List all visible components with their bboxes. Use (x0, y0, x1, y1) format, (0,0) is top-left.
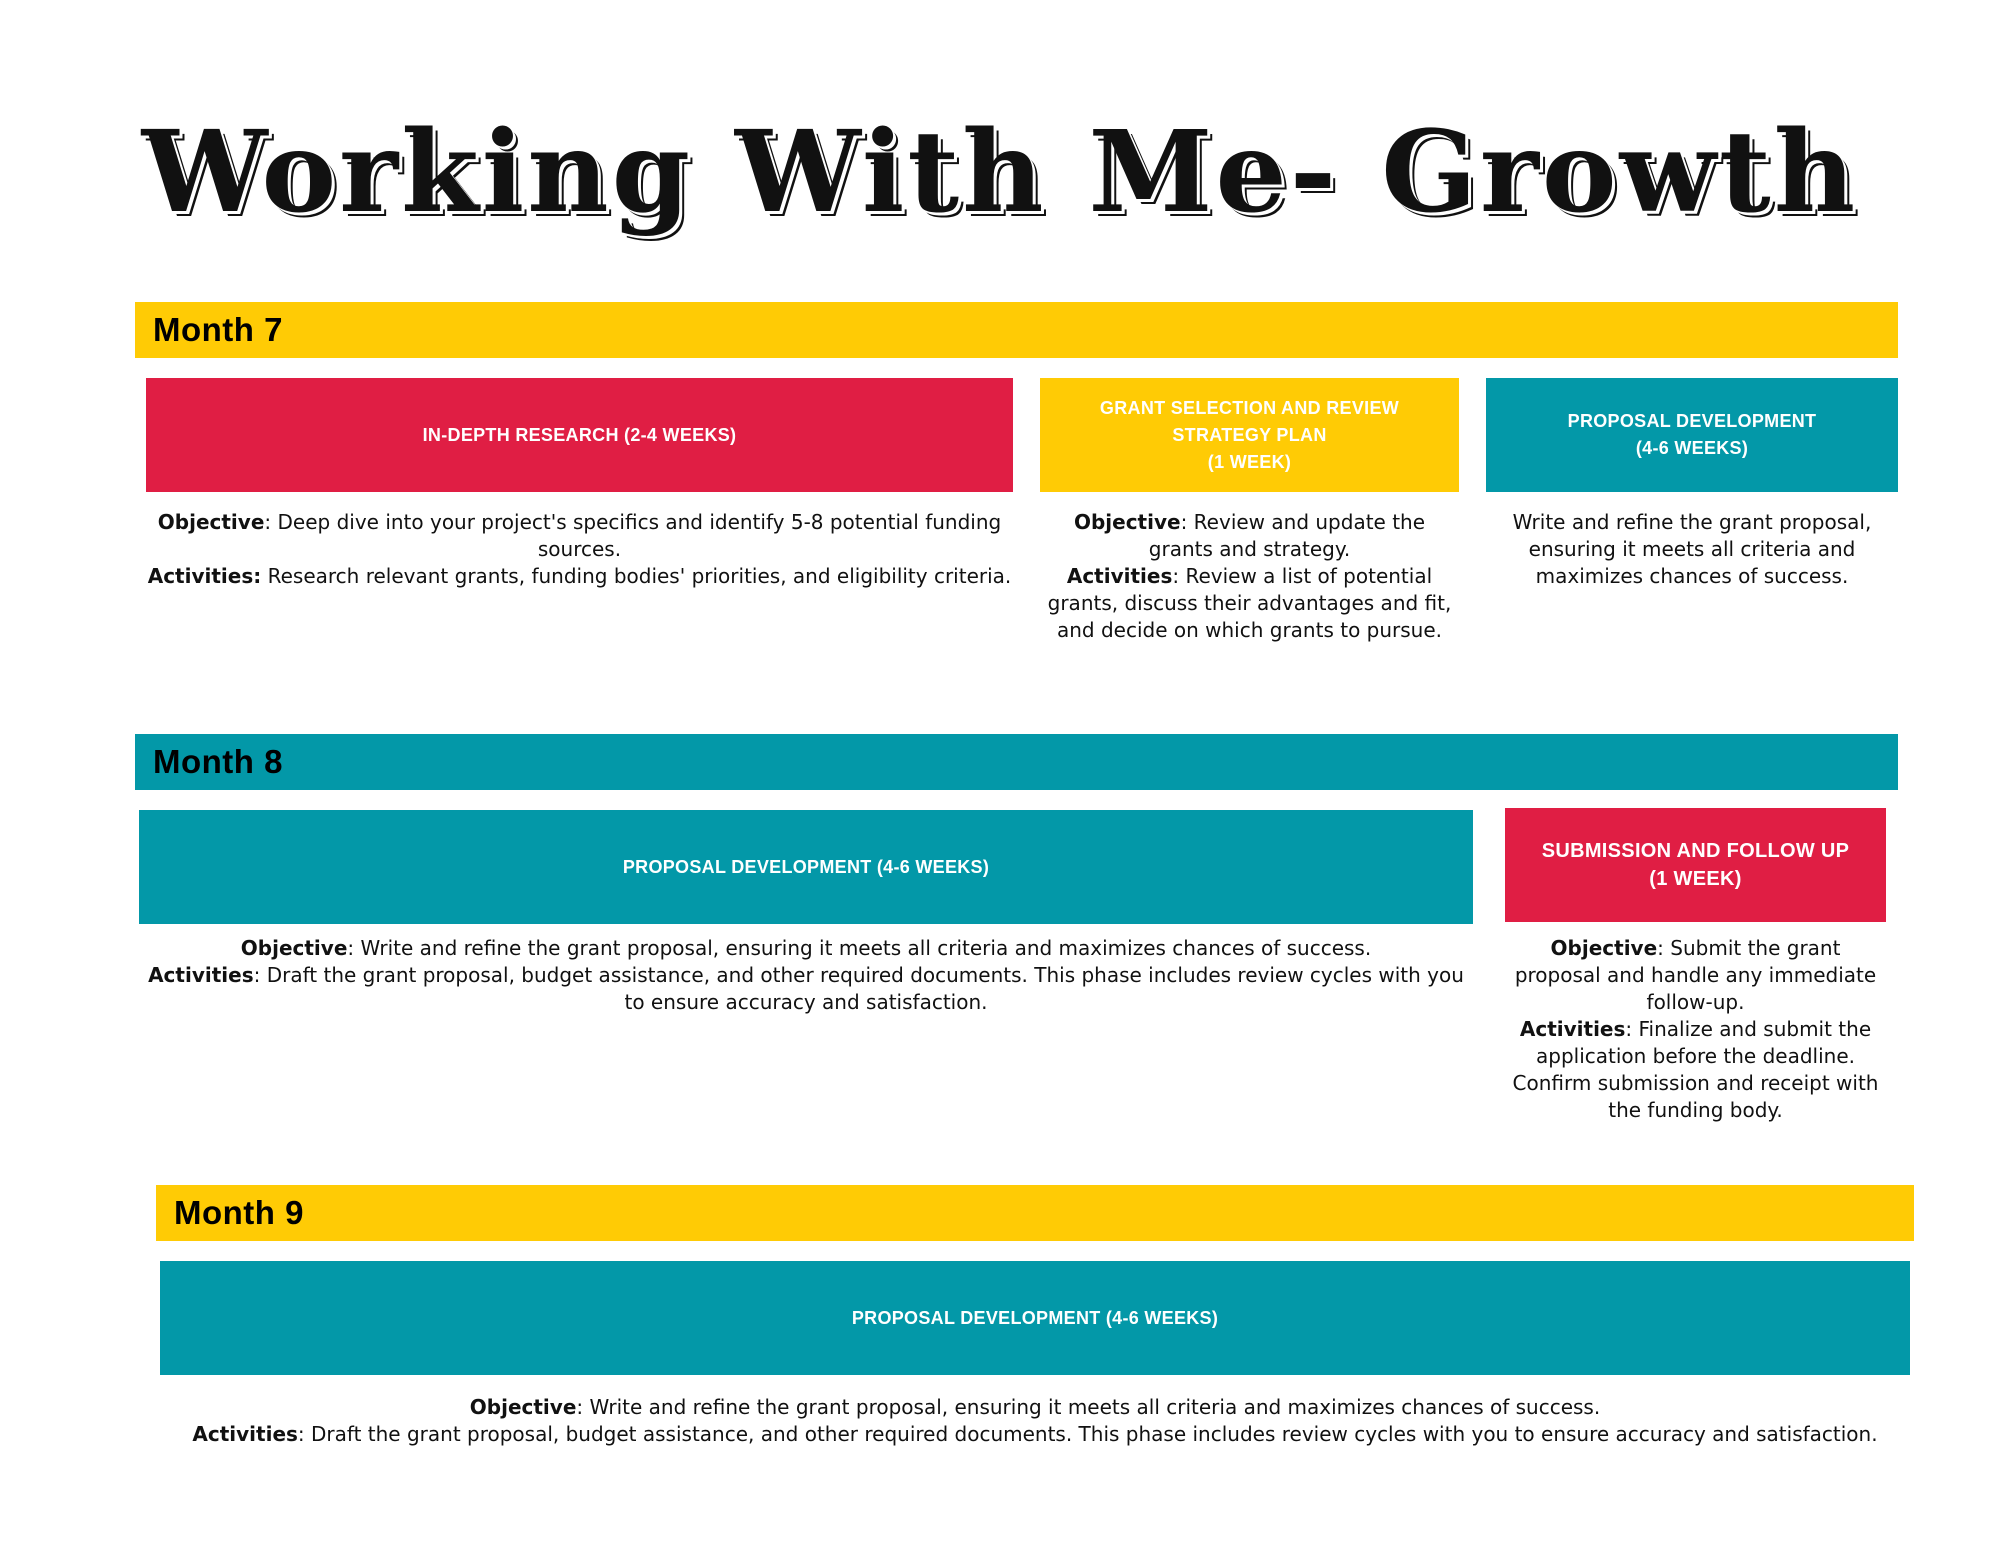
phase-title: GRANT SELECTION AND REVIEW STRATEGY PLAN (1099, 397, 1400, 445)
activities-text: : Draft the grant proposal, budget assis… (253, 963, 1464, 1014)
phase-proposal-development: PROPOSAL DEVELOPMENT (4-6 WEEKS) (1486, 378, 1898, 492)
activities-label: Activities (1066, 564, 1173, 588)
month-label: Month 8 (153, 743, 283, 780)
phase-duration: (1 WEEK) (1649, 868, 1742, 890)
phase-title: SUBMISSION AND FOLLOW UP (1541, 840, 1850, 862)
phase-duration: (1 WEEK) (1207, 451, 1292, 472)
phase-title: PROPOSAL DEVELOPMENT (4-6 WEEKS) (622, 856, 990, 877)
month-label: Month 9 (174, 1194, 304, 1231)
phase-in-depth-research: IN-DEPTH RESEARCH (2-4 WEEKS) (146, 378, 1013, 492)
activities-text: : Review a list of potential grants, dis… (1047, 564, 1452, 642)
activities-text: Research relevant grants, funding bodies… (261, 564, 1012, 588)
objective-label: Objective (157, 510, 265, 534)
phase-submission-follow-up: SUBMISSION AND FOLLOW UP (1 WEEK) (1505, 808, 1886, 922)
month-9-bar: Month 9 (156, 1185, 1914, 1241)
phase-description: Write and refine the grant proposal, ens… (1500, 509, 1884, 590)
phase-proposal-development: PROPOSAL DEVELOPMENT (4-6 WEEKS) (160, 1261, 1910, 1375)
description-text: Write and refine the grant proposal, ens… (1512, 510, 1872, 588)
month-label: Month 7 (153, 311, 283, 348)
month-8-bar: Month 8 (135, 734, 1898, 790)
objective-label: Objective (469, 1395, 577, 1419)
phase-description: Objective: Write and refine the grant pr… (160, 1394, 1910, 1448)
phase-description: Objective: Submit the grant proposal and… (1505, 935, 1886, 1124)
phase-description: Objective: Deep dive into your project's… (146, 509, 1013, 590)
phase-description: Objective: Write and refine the grant pr… (139, 935, 1473, 1016)
objective-text: : Review and update the grants and strat… (1148, 510, 1426, 561)
activities-text: : Draft the grant proposal, budget assis… (297, 1422, 1878, 1446)
phase-grant-selection: GRANT SELECTION AND REVIEW STRATEGY PLAN… (1040, 378, 1459, 492)
objective-text: : Write and refine the grant proposal, e… (347, 936, 1372, 960)
objective-text: : Deep dive into your project's specific… (264, 510, 1002, 561)
objective-text: : Submit the grant proposal and handle a… (1514, 936, 1877, 1014)
activities-text: : Finalize and submit the application be… (1512, 1017, 1879, 1122)
objective-text: : Write and refine the grant proposal, e… (576, 1395, 1601, 1419)
activities-label: Activities (1519, 1017, 1626, 1041)
objective-label: Objective (1550, 936, 1658, 960)
activities-label: Activities: (147, 564, 262, 588)
phase-title: PROPOSAL DEVELOPMENT (4-6 WEEKS) (851, 1307, 1219, 1328)
phase-duration: (4-6 WEEKS) (1635, 438, 1749, 458)
phase-description: Objective: Review and update the grants … (1040, 509, 1459, 644)
objective-label: Objective (240, 936, 348, 960)
activities-label: Activities (148, 963, 254, 987)
activities-label: Activities (192, 1422, 298, 1446)
phase-title: PROPOSAL DEVELOPMENT (1567, 411, 1817, 431)
objective-label: Objective (1073, 510, 1181, 534)
month-7-bar: Month 7 (135, 302, 1898, 358)
phase-proposal-development: PROPOSAL DEVELOPMENT (4-6 WEEKS) (139, 810, 1473, 924)
page-title: Working With Me- Growth (141, 107, 1859, 238)
phase-title: IN-DEPTH RESEARCH (2-4 WEEKS) (422, 424, 737, 445)
